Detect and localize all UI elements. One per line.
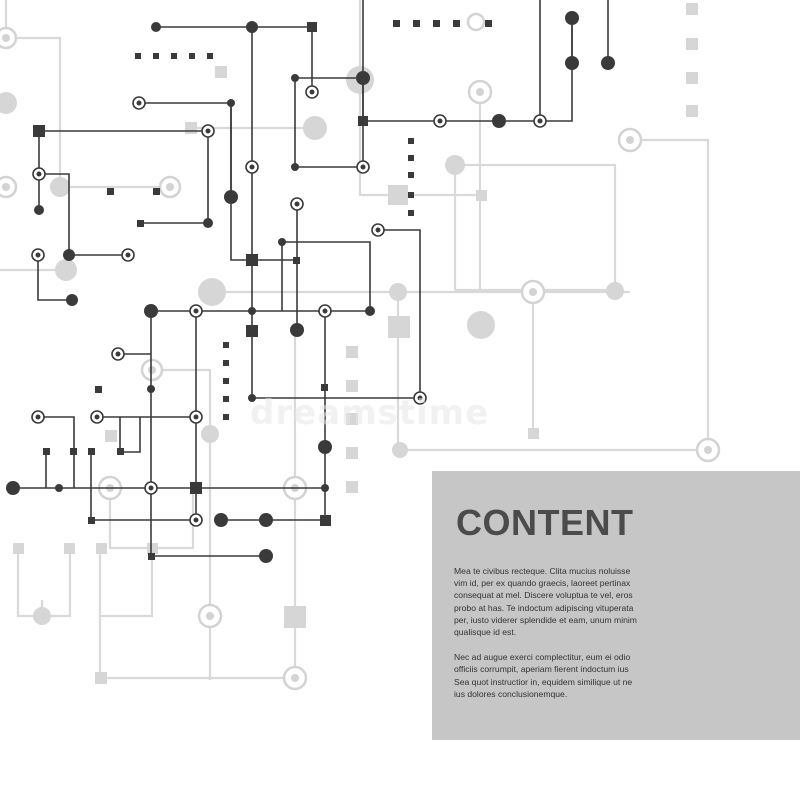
content-paragraph-1: Mea te civibus recteque. Clita mucius no…	[454, 566, 637, 638]
dark-ring-nodes	[31, 85, 547, 527]
content-paragraph-2: Nec ad augue exerci complectitur, eum ei…	[454, 652, 633, 699]
dark-ring-centers	[35, 89, 543, 523]
content-title: CONTENT	[456, 502, 634, 543]
watermark-text: dreamstime	[250, 393, 490, 433]
content-panel: CONTENT Mea te civibus recteque. Clita m…	[432, 471, 800, 740]
dark-nodes	[6, 11, 615, 563]
